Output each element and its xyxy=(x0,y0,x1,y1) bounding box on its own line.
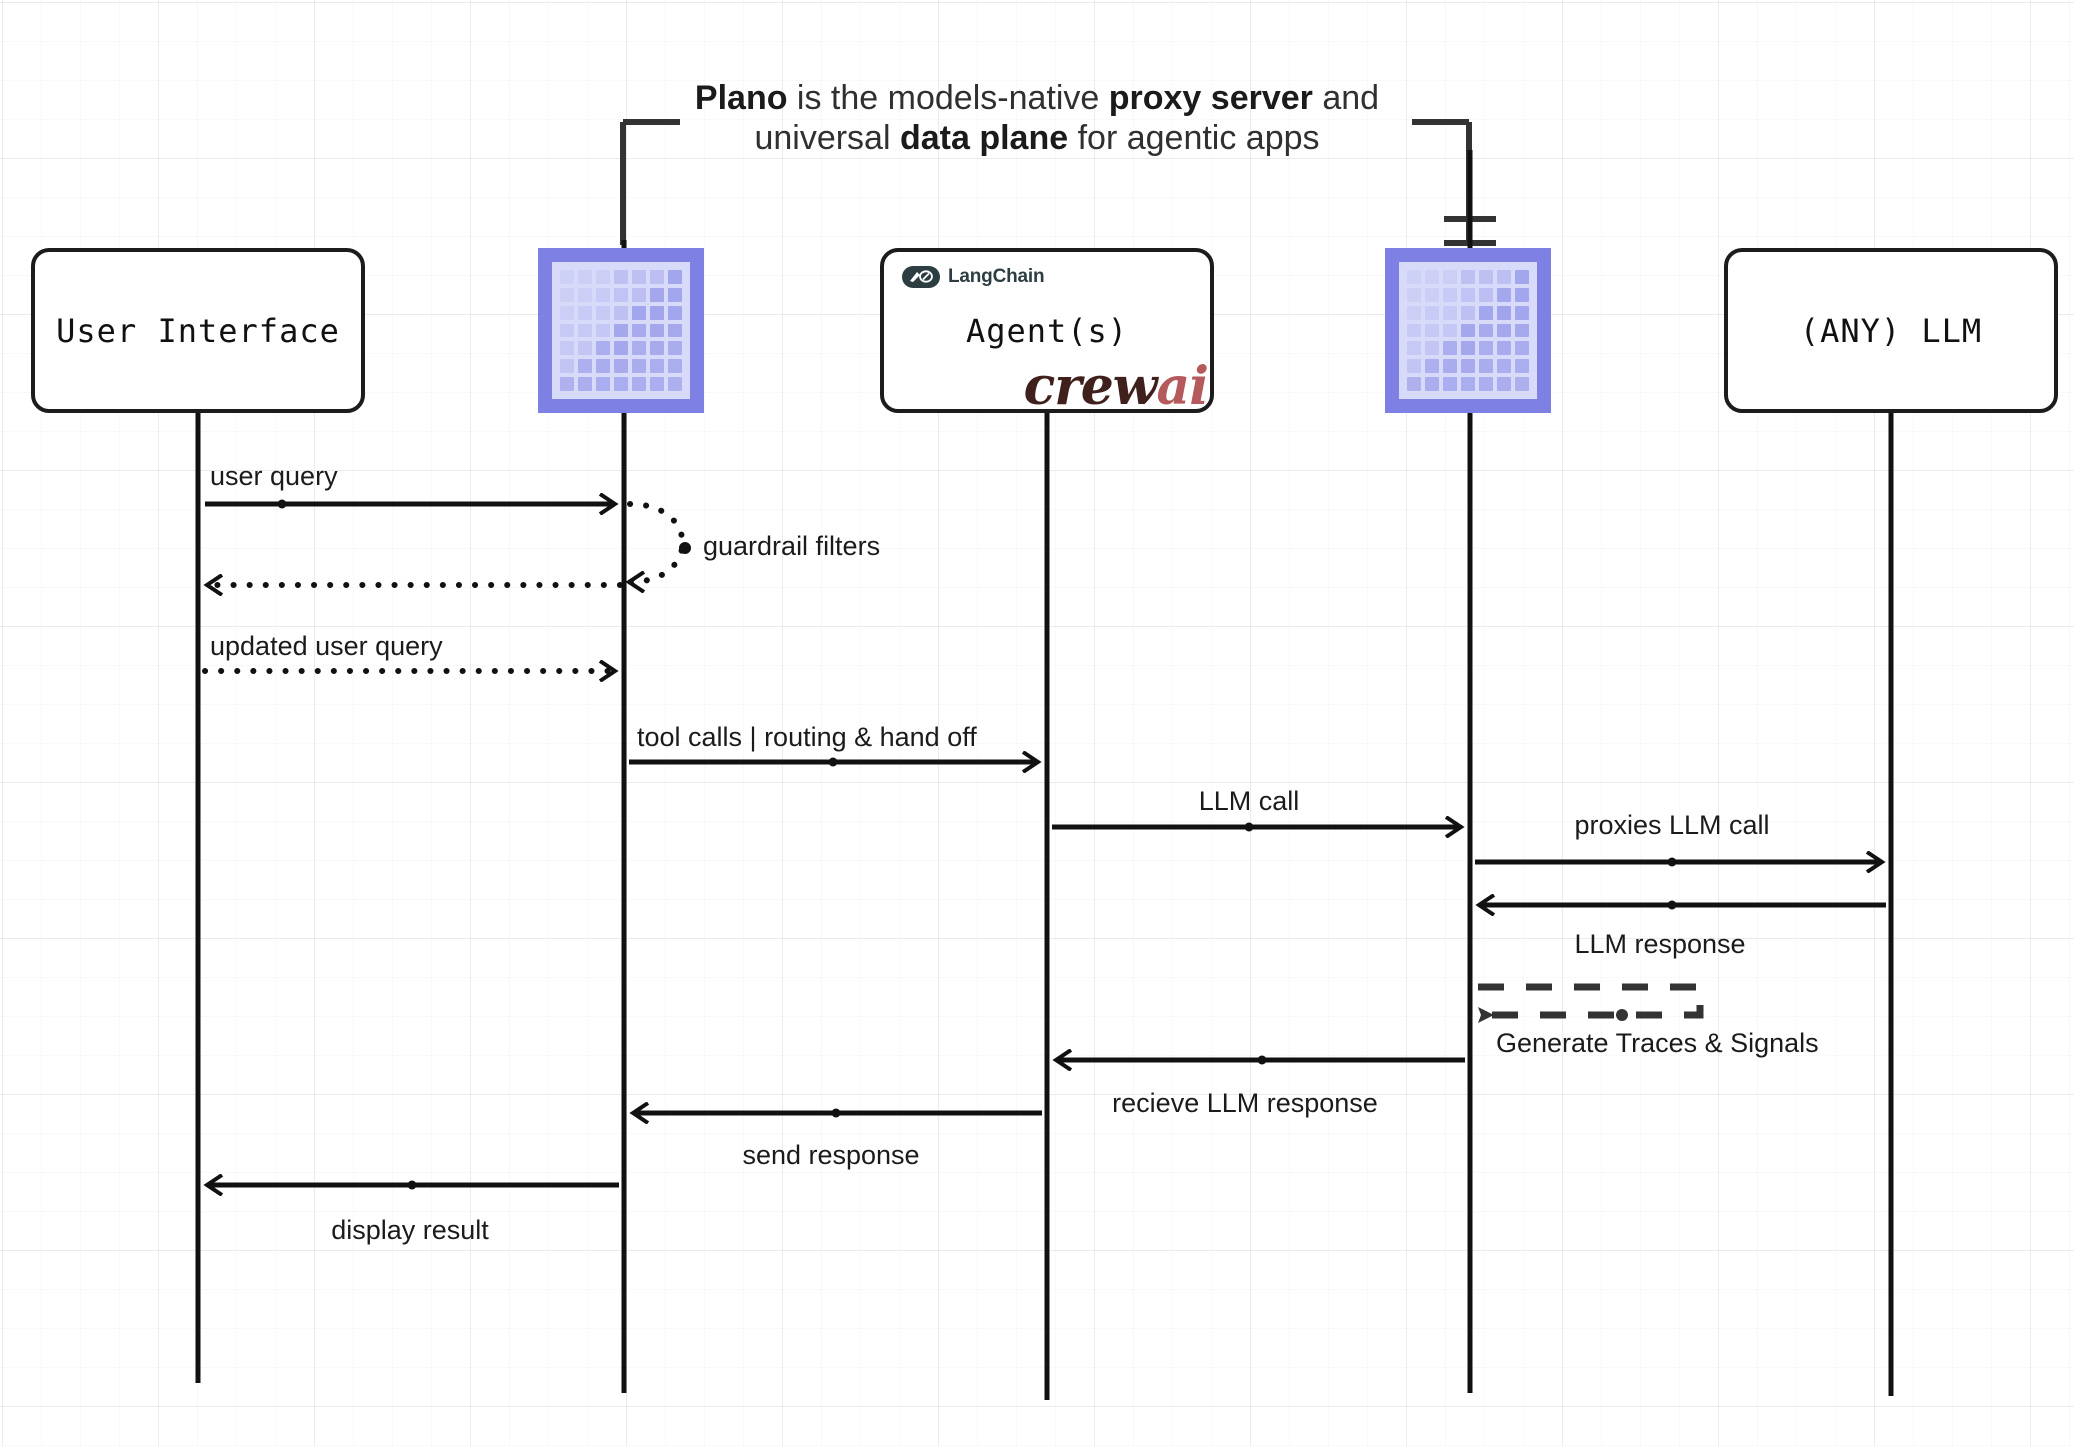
crewai-label-ai: ai xyxy=(1154,356,1210,413)
caption-text-4: for agentic apps xyxy=(1068,119,1320,158)
participant-label: (ANY) LLM xyxy=(1799,311,1983,350)
title-bracket xyxy=(620,119,1496,246)
caption-text-2: and xyxy=(1312,79,1380,117)
caption-text-1: is the models-native xyxy=(787,79,1109,117)
langchain-logo: LangChain xyxy=(902,266,1045,288)
message-label-user-query: user query xyxy=(210,461,338,491)
crewai-logo: crewai xyxy=(1021,358,1210,409)
langchain-parrot-icon xyxy=(902,266,940,288)
caption-line-1: Plano is the models-native proxy server … xyxy=(0,78,2074,118)
lifelines xyxy=(195,150,1894,1400)
message-label-proxies-llm-call: proxies LLM call xyxy=(1574,810,1770,840)
caption-bold-plano: Plano xyxy=(694,79,788,117)
participant-any-llm[interactable]: (ANY) LLM xyxy=(1724,248,2058,413)
page-title: Plano is the models-native proxy server … xyxy=(0,78,2074,158)
langchain-label: LangChain xyxy=(948,266,1045,287)
participant-plano-left[interactable] xyxy=(538,248,704,413)
message-label-llm-response: LLM response xyxy=(1574,929,1746,959)
participant-label: User Interface xyxy=(56,311,340,350)
participant-label: Agent(s) xyxy=(965,311,1129,350)
message-label-generate-traces: Generate Traces & Signals xyxy=(1496,1028,1819,1058)
plano-matrix-icon xyxy=(1399,262,1537,399)
participant-user-interface[interactable]: User Interface xyxy=(31,248,365,413)
caption-bold-proxy-server: proxy server xyxy=(1108,79,1313,117)
message-label-llm-call: LLM call xyxy=(1198,786,1300,816)
message-label-updated-user-query: updated user query xyxy=(210,631,443,661)
message-label-send-response: send response xyxy=(742,1140,920,1170)
message-label-display-result: display result xyxy=(331,1215,489,1245)
participant-plano-right[interactable] xyxy=(1385,248,1551,413)
caption-text-3: universal xyxy=(754,119,900,158)
participant-agents[interactable]: LangChain Agent(s) crewai xyxy=(880,248,1214,413)
message-label-tool-calls: tool calls | routing & hand off xyxy=(637,722,977,752)
arrow-generate-traces xyxy=(1478,983,1704,1023)
plano-matrix-icon xyxy=(552,262,690,399)
crewai-label-crew: crew xyxy=(1021,356,1160,413)
message-label-recieve-llm-response: recieve LLM response xyxy=(1112,1088,1378,1118)
arrow-guardrail-filters xyxy=(630,501,686,582)
caption-line-2: universal data plane for agentic apps xyxy=(0,118,2074,158)
message-label-guardrail-filters: guardrail filters xyxy=(703,531,881,561)
message-arrows xyxy=(202,500,1886,1190)
caption-bold-data-plane: data plane xyxy=(899,119,1069,158)
